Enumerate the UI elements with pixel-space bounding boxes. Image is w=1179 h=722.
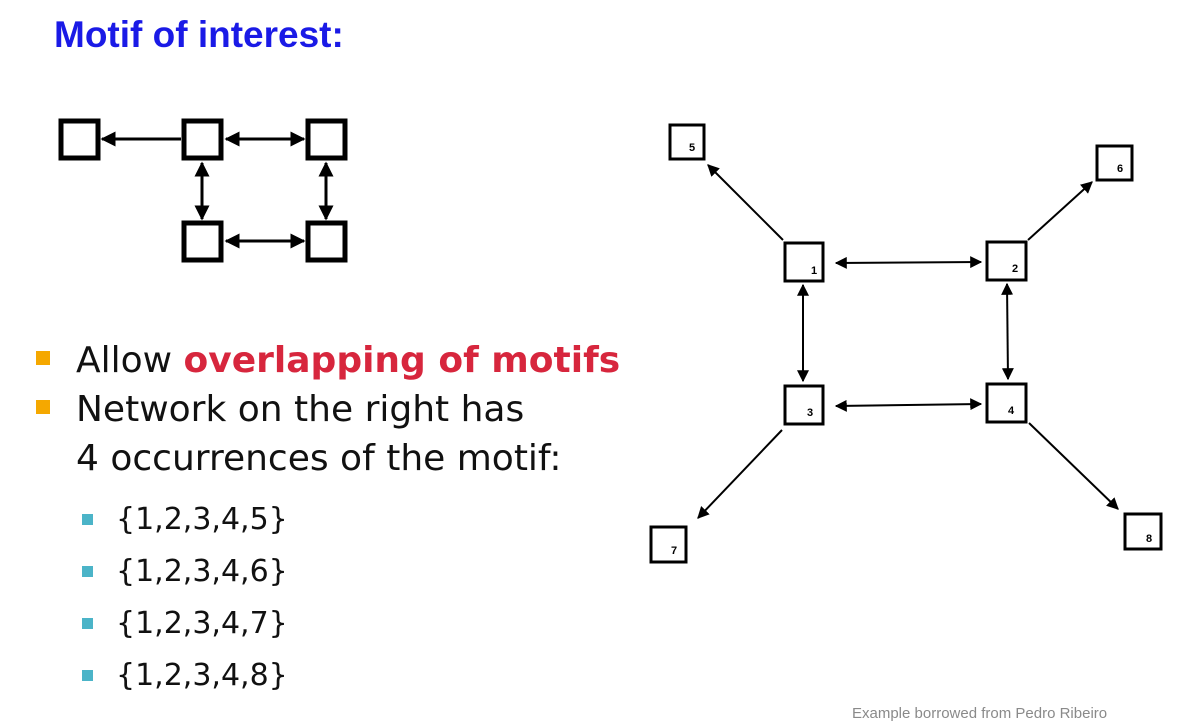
edge-2-6 — [1027, 181, 1093, 241]
edge-4-8 — [1028, 422, 1119, 510]
network-node-7: 7 — [649, 525, 688, 564]
occurrence-text: {1,2,3,4,8} — [116, 658, 288, 693]
occurrence-item: {1,2,3,4,8} — [82, 650, 288, 702]
square-sub-bullet-icon — [82, 566, 93, 577]
edge-2-4 — [1001, 282, 1014, 381]
edge-1-2 — [834, 256, 983, 269]
highlight-text: overlapping of motifs — [183, 340, 621, 381]
occurrence-text: {1,2,3,4,6} — [116, 554, 288, 589]
square-sub-bullet-icon — [82, 514, 93, 525]
square-sub-bullet-icon — [82, 670, 93, 681]
occurrence-item: {1,2,3,4,6} — [82, 546, 288, 598]
network-node-2: 2 — [985, 240, 1028, 282]
occurrence-text: {1,2,3,4,7} — [116, 606, 288, 641]
motif-node-left — [58, 118, 101, 161]
node-label: 2 — [1012, 263, 1018, 275]
network-node-6: 6 — [1095, 144, 1134, 182]
network-node-5: 5 — [668, 123, 706, 161]
edge-1-5 — [707, 164, 784, 241]
square-bullet-icon — [36, 351, 50, 365]
node-label: 4 — [1008, 405, 1015, 417]
network-node-8: 8 — [1123, 512, 1163, 551]
edge-3-7 — [697, 429, 783, 519]
bullet-text: Allow — [76, 340, 184, 381]
bullet-list: Allow overlapping of motifs Network on t… — [36, 336, 620, 483]
node-label: 6 — [1117, 163, 1123, 175]
bullet-text-line-2: 4 occurrences of the motif: — [76, 438, 562, 479]
credit-text: Example borrowed from Pedro Ribeiro — [852, 705, 1108, 722]
occurrence-list: {1,2,3,4,5} {1,2,3,4,6} {1,2,3,4,7} {1,2… — [82, 494, 288, 702]
node-label: 1 — [811, 265, 817, 277]
node-label: 5 — [689, 142, 695, 154]
node-label: 3 — [807, 407, 813, 419]
square-bullet-icon — [36, 400, 50, 414]
slide-title: Motif of interest: — [54, 14, 344, 55]
square-sub-bullet-icon — [82, 618, 93, 629]
node-label: 7 — [671, 545, 677, 557]
bullet-item-network: Network on the right has 4 occurrences o… — [36, 385, 620, 483]
motif-diagram — [58, 118, 348, 263]
network-diagram: 1 2 3 4 5 6 7 8 — [649, 123, 1163, 564]
motif-node-bottom-right — [305, 220, 348, 263]
bullet-item-overlap: Allow overlapping of motifs — [36, 336, 620, 385]
edge-3-4 — [834, 398, 983, 412]
motif-node-top-middle — [181, 118, 224, 161]
network-node-1: 1 — [783, 241, 825, 283]
occurrence-item: {1,2,3,4,5} — [82, 494, 288, 546]
motif-node-bottom-middle — [181, 220, 224, 263]
network-node-4: 4 — [985, 382, 1028, 424]
node-label: 8 — [1146, 533, 1152, 545]
motif-node-top-right — [305, 118, 348, 161]
occurrence-item: {1,2,3,4,7} — [82, 598, 288, 650]
occurrence-text: {1,2,3,4,5} — [116, 502, 288, 537]
bullet-text-line-1: Network on the right has — [76, 389, 525, 430]
network-node-3: 3 — [783, 384, 825, 426]
